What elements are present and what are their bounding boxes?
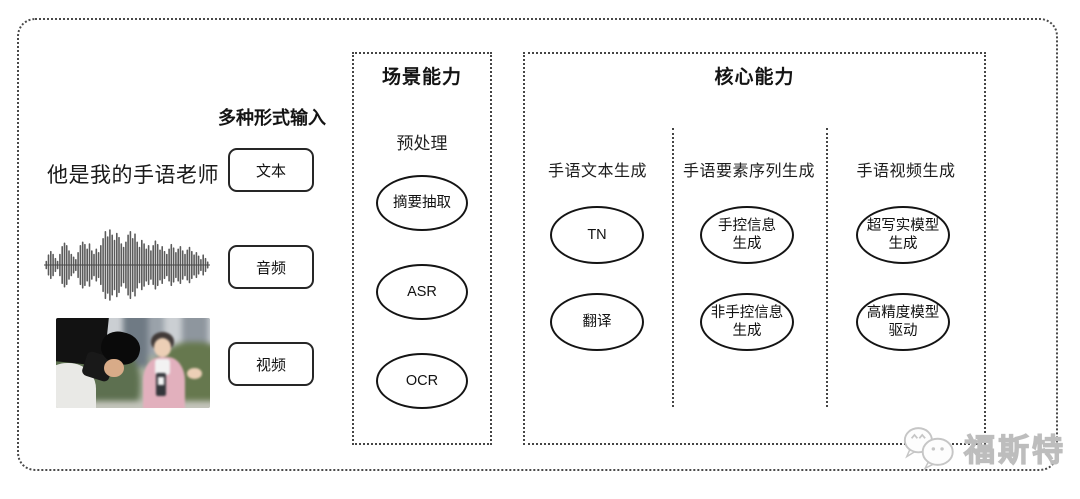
column-divider-2 [826,128,828,407]
column-header-sign-element-sequence-generation: 手语要素序列生成 [682,163,815,180]
column-header-sign-video-generation: 手语视频生成 [856,163,956,180]
audio-waveform-icon [44,228,210,302]
input-box-video: 视频 [228,342,314,386]
input-box-text: 文本 [228,148,314,192]
node-manual-info-generation: 手控信息 生成 [700,206,794,264]
video-thumbnail-photo [56,318,210,408]
node-tn: TN [550,206,644,264]
watermark: 福斯特 [899,424,1066,470]
node-summary-extraction: 摘要抽取 [376,175,468,231]
column-header-sign-text-generation: 手语文本生成 [547,163,647,180]
node-translation: 翻译 [550,293,644,351]
column-divider-1 [672,128,674,407]
scene-capability-title: 场景能力 [381,67,462,88]
reporter-figure [56,318,210,408]
camera-silhouette [56,318,210,408]
node-asr: ASR [376,264,468,320]
node-hyperrealistic-model-generation: 超写实模型 生成 [856,206,950,264]
sample-sentence-text: 他是我的手语老师 [47,164,219,187]
input-box-audio: 音频 [228,245,314,289]
preprocess-label: 预处理 [396,134,448,153]
scene-capability-box [352,52,492,445]
core-capability-title: 核心能力 [714,67,795,88]
node-non-manual-info-generation: 非手控信息 生成 [700,293,794,351]
node-high-precision-model-driving: 高精度模型 驱动 [856,293,950,351]
core-capability-box [523,52,986,445]
input-section-title: 多种形式输入 [218,108,326,128]
outer-dotted-frame [17,18,1058,471]
input-box-text-label: 文本 [255,162,286,180]
input-box-video-label: 视频 [255,356,286,374]
node-ocr: OCR [376,353,468,409]
chat-bubbles-icon [903,427,954,470]
watermark-text: 福斯特 [963,432,1066,468]
input-box-audio-label: 音频 [255,259,286,277]
